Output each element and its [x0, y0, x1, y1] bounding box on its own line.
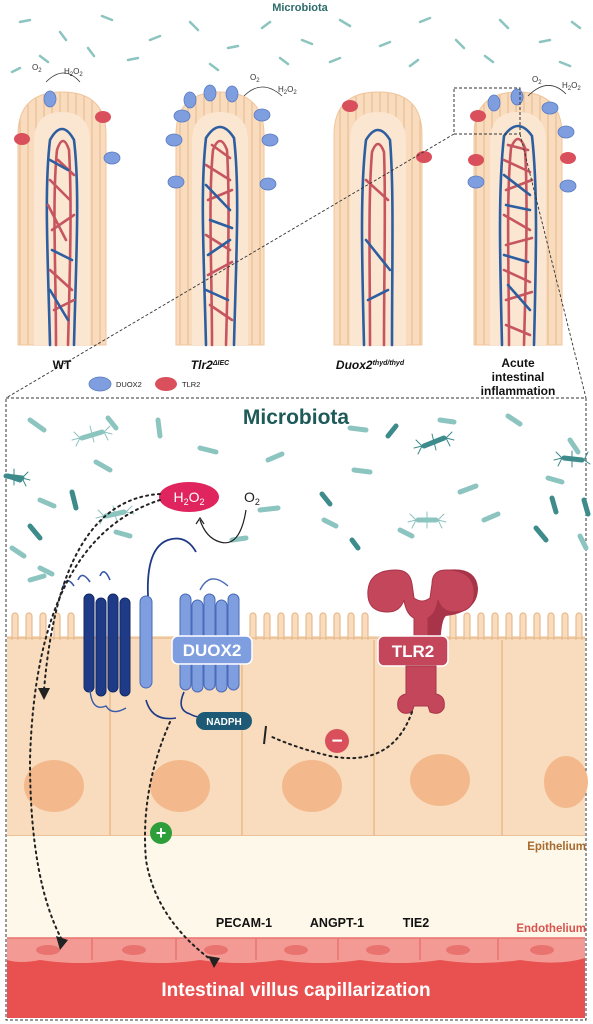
flagellated-bacteria — [3, 425, 591, 529]
label-inflammation-3: inflammation — [481, 384, 556, 398]
duox2-label: DUOX2 — [183, 641, 242, 660]
endothelial-cells — [7, 937, 585, 963]
h2o2-reaction: H2O2 O2 — [159, 482, 260, 544]
tlr2-label: TLR2 — [392, 642, 435, 661]
bottom-microbiota-label: Microbiota — [243, 406, 349, 429]
svg-text:H2O2: H2O2 — [278, 85, 297, 96]
legend-tlr2-label: TLR2 — [182, 380, 200, 389]
bottom-bacteria — [3, 413, 591, 583]
duox2-label-box — [171, 635, 253, 665]
svg-text:O2: O2 — [250, 73, 260, 84]
top-microbiota-label: Microbiota — [272, 2, 328, 14]
legend-duox2-swatch — [88, 376, 112, 392]
villus-tlr2: O2 H2O2 — [165, 73, 297, 347]
svg-text:H2O2: H2O2 — [562, 81, 581, 92]
o2-label: O2 — [244, 489, 260, 507]
villus-wt: O2 H2O2 — [14, 63, 121, 347]
marker-pecam1: PECAM-1 — [216, 916, 272, 930]
minus-sign: − — [331, 731, 342, 752]
villus-duox2 — [333, 91, 432, 347]
nadph-label: NADPH — [206, 717, 242, 728]
label-wt: WT — [53, 358, 72, 372]
villus-inflammation: O2 H2O2 — [467, 75, 581, 347]
plus-icon: + — [150, 822, 172, 844]
top-bacteria — [10, 14, 582, 74]
lamina-propria — [7, 836, 585, 938]
nadph-box — [196, 712, 252, 730]
svg-text:O2: O2 — [532, 75, 542, 86]
plus-sign: + — [156, 823, 167, 843]
h2o2-bubble — [159, 482, 219, 512]
capillarization-label: Intestinal villus capillarization — [161, 980, 430, 1001]
minus-icon — [325, 729, 349, 753]
bottom-panel: Microbiota — [3, 397, 591, 1021]
label-inflammation-1: Acute — [501, 356, 535, 370]
label-duox2: Duox2thyd/thyd — [336, 358, 405, 372]
legend-tlr2-swatch — [155, 377, 177, 391]
legend: DUOX2 TLR2 — [88, 376, 200, 392]
microvilli — [11, 612, 583, 640]
marker-tie2: TIE2 — [403, 916, 429, 930]
epithelium-label: Epithelium — [527, 841, 586, 853]
label-tlr2: Tlr2ΔIEC — [191, 358, 230, 372]
top-panel: Microbiota — [5, 2, 587, 399]
h2o2-arrows — [28, 493, 215, 963]
duoxa-complex — [61, 571, 153, 713]
nuclei — [24, 754, 588, 812]
marker-angpt1: ANGPT-1 — [310, 916, 364, 930]
label-inflammation-2: intestinal — [492, 370, 545, 384]
legend-duox2-label: DUOX2 — [116, 380, 142, 389]
inhibition-arrow: − — [263, 711, 413, 760]
zoom-box — [453, 87, 521, 135]
duox2-enzyme: DUOX2 NADPH — [145, 537, 253, 730]
endothelium-label: Endothelium — [516, 923, 586, 935]
h2o2-label: H2O2 — [173, 489, 204, 507]
svg-text:O2: O2 — [32, 63, 42, 74]
tlr2-receptor: TLR2 — [367, 569, 478, 714]
arrowheads — [38, 688, 220, 968]
